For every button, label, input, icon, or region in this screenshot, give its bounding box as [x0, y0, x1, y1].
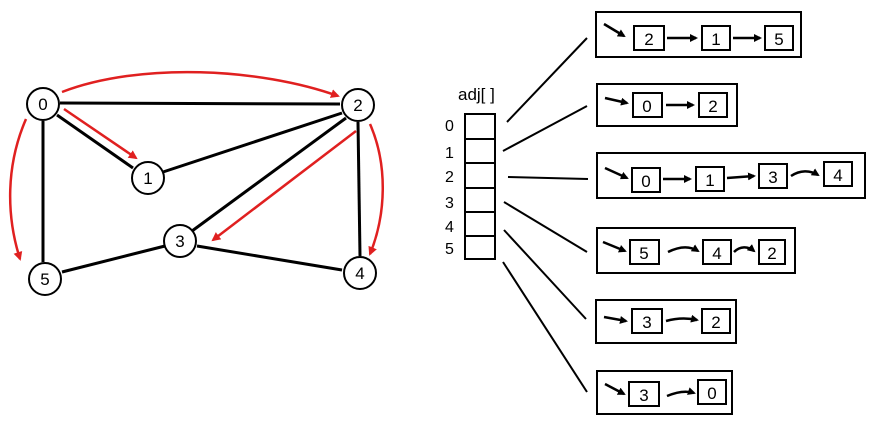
- adj-list-0: 2 1 5: [595, 11, 802, 58]
- list-2-node-3-value: 4: [833, 166, 842, 185]
- list-2-node-3: [823, 161, 853, 187]
- adj-list-2: 0 1 3 4: [596, 152, 866, 199]
- list-3-node-1-value: 4: [712, 244, 721, 263]
- list-3-node-0: [629, 239, 660, 265]
- list-0-node-1: [701, 25, 731, 51]
- list-4-node-0: [631, 308, 663, 334]
- edge-1-2: [162, 111, 343, 174]
- list-3-node-2: [758, 239, 786, 265]
- adj-index-2: 2: [445, 169, 454, 186]
- list-2-node-1: [695, 166, 725, 192]
- edge-2-3: [191, 116, 347, 233]
- list-5-node-0-value: 3: [639, 386, 648, 405]
- list-0-node-0: [633, 25, 665, 51]
- adj-index-5: 5: [445, 241, 454, 258]
- list-0-node-0-value: 2: [644, 30, 653, 49]
- list-1-node-1: [698, 92, 728, 118]
- adj-array: adj[ ] 0 1 2 3 4 5: [445, 85, 496, 260]
- vertex-4-label: 4: [355, 264, 364, 283]
- adj-array-label: adj[ ]: [458, 85, 495, 104]
- graph-edges: [41, 101, 362, 274]
- edge-3-5: [61, 244, 166, 274]
- list-2-node-2: [758, 163, 788, 189]
- adj-list-4: 3 2: [595, 299, 737, 344]
- pointer-line-0: [506, 37, 588, 123]
- arrow-0-5: [8, 118, 28, 261]
- list-5-node-1-value: 0: [707, 384, 716, 403]
- list-2-node-0-value: 0: [641, 172, 650, 191]
- arrow-0-2: [61, 70, 340, 98]
- vertex-2: 2: [341, 88, 375, 122]
- list-5-node-1: [697, 379, 727, 405]
- adj-index-3: 3: [445, 195, 454, 212]
- list-2-node-1-value: 1: [705, 171, 714, 190]
- adj-index-0: 0: [445, 118, 454, 135]
- vertex-3: 3: [163, 224, 197, 258]
- list-3-node-1: [702, 239, 732, 265]
- list-1-node-0-value: 0: [642, 97, 651, 116]
- list-4-node-1: [701, 308, 731, 334]
- pointer-line-3: [503, 201, 588, 253]
- list-1-node-1-value: 2: [708, 97, 717, 116]
- arrow-2-4: [368, 123, 384, 256]
- arrow-0-1: [63, 107, 138, 160]
- list-0-node-1-value: 1: [711, 30, 720, 49]
- traversal-arrows: [8, 70, 384, 261]
- list-2-node-2-value: 3: [768, 168, 777, 187]
- list-1-node-0: [632, 92, 663, 118]
- list-4-node-0-value: 3: [642, 313, 651, 332]
- list-3-node-2-value: 2: [767, 244, 776, 263]
- edge-3-4: [196, 244, 343, 272]
- pointer-line-1: [502, 105, 588, 152]
- vertex-0: 0: [26, 87, 60, 121]
- vertex-5-label: 5: [40, 270, 49, 289]
- vertex-1: 1: [131, 161, 165, 195]
- pointer-line-4: [503, 229, 587, 320]
- vertex-3-label: 3: [175, 232, 184, 251]
- adj-list-3: 5 4 2: [596, 227, 796, 274]
- adj-index-1: 1: [445, 145, 454, 162]
- vertex-2-label: 2: [353, 96, 362, 115]
- pointer-lines: [502, 37, 589, 393]
- pointer-line-2: [507, 176, 589, 180]
- list-5-node-0: [628, 381, 660, 407]
- adj-list-5: 3 0: [596, 370, 733, 415]
- edge-0-1: [56, 113, 134, 170]
- edge-0-2: [59, 101, 341, 106]
- list-0-node-2: [764, 25, 794, 51]
- adj-list-1: 0 2: [596, 83, 738, 127]
- adj-index-4: 4: [445, 219, 454, 236]
- graph-vertices: 0 1 2 3 4 5: [26, 87, 377, 296]
- list-4-node-1-value: 2: [711, 313, 720, 332]
- edge-2-4: [356, 121, 362, 257]
- pointer-line-5: [502, 261, 588, 393]
- list-0-node-2-value: 5: [774, 30, 783, 49]
- vertex-5: 5: [28, 262, 62, 296]
- vertex-0-label: 0: [38, 95, 47, 114]
- arrow-2-3: [211, 130, 357, 242]
- vertex-4: 4: [343, 256, 377, 290]
- vertex-1-label: 1: [143, 169, 152, 188]
- list-3-node-0-value: 5: [639, 244, 648, 263]
- list-2-node-0: [631, 167, 661, 193]
